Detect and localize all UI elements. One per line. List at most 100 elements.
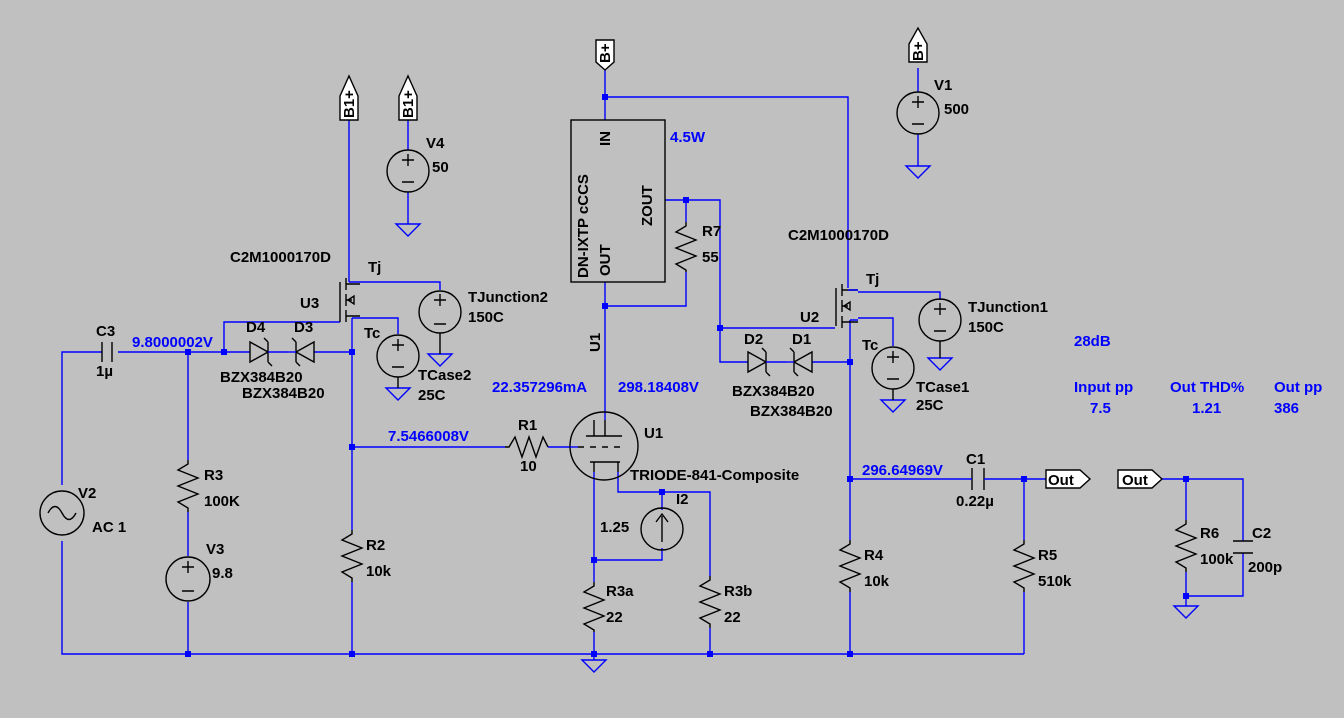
v4-source: V4 50 (386, 135, 449, 193)
u2-tc-pin: Tc (862, 337, 878, 354)
annotation-thd-label: Out THD% (1170, 379, 1244, 396)
v3-source: V3 9.8 (165, 541, 233, 602)
tcase2-source: TCase2 25C (376, 334, 471, 404)
c2-name: C2 (1252, 525, 1271, 542)
annotation-gate-voltage: 9.8000002V (132, 334, 213, 351)
ccs-block: DN-IXTP cCCS IN OUT ZOUT U1 (570, 119, 666, 352)
v3-name: V3 (206, 541, 224, 558)
d4-value: BZX384B20 (220, 369, 303, 386)
r3b-resistor: R3b 22 (698, 576, 752, 628)
net-flag-text: B1+ (341, 90, 358, 118)
net-flag-b-plus-center: B+ (595, 39, 615, 71)
r2-resistor: R2 10k (340, 530, 392, 582)
r1-value: 10 (520, 458, 537, 475)
r7-name: R7 (702, 223, 721, 240)
v4-name: V4 (426, 135, 445, 152)
annotations: 9.8000002V 7.5466008V 22.357296mA 298.18… (132, 129, 1322, 479)
d3-zener: D3 BZX384B20 (242, 319, 325, 402)
ccs-pin-out: OUT (597, 244, 614, 276)
annotation-plate-current: 22.357296mA (492, 379, 587, 396)
r3-value: 100K (204, 493, 240, 510)
r5-value: 510k (1038, 573, 1072, 590)
c2-value: 200p (1248, 559, 1282, 576)
ccs-pin-zout: ZOUT (639, 185, 656, 226)
annotation-grid-voltage: 7.5466008V (388, 428, 469, 445)
c1-value: 0.22µ (956, 493, 994, 510)
v2-value: AC 1 (92, 519, 126, 536)
annotation-input-pp-label: Input pp (1074, 379, 1133, 396)
tjunction1-name: TJunction1 (968, 299, 1048, 316)
r4-name: R4 (864, 547, 884, 564)
tjunction1-source: TJunction1 150C (918, 298, 1048, 358)
net-flag-text: Out (1048, 472, 1074, 489)
net-flag-b1-right: B1+ (398, 74, 418, 121)
u3-tj-pin: Tj (368, 259, 381, 276)
tcase1-name: TCase1 (916, 379, 969, 396)
tcase2-name: TCase2 (418, 367, 471, 384)
u2-tj-pin: Tj (866, 271, 879, 288)
u3-tc-pin: Tc (364, 325, 380, 342)
annotation-plate-voltage: 298.18408V (618, 379, 699, 396)
r4-value: 10k (864, 573, 890, 590)
r5-resistor: R5 510k (1012, 540, 1072, 592)
u3-value: C2M1000170D (230, 249, 331, 266)
tjunction1-value: 150C (968, 319, 1004, 336)
annotation-power: 4.5W (670, 129, 706, 146)
u3-name: U3 (300, 295, 319, 312)
annotation-input-pp-value: 7.5 (1090, 400, 1111, 417)
c1-name: C1 (966, 451, 985, 468)
annotation-output-voltage: 296.64969V (862, 462, 943, 479)
r6-name: R6 (1200, 525, 1219, 542)
c2-capacitor: C2 200p (1233, 525, 1282, 576)
d4-zener: D4 BZX384B20 (220, 319, 303, 386)
tjunction2-value: 150C (468, 309, 504, 326)
tjunction2-name: TJunction2 (468, 289, 548, 306)
annotation-out-pp-label: Out pp (1274, 379, 1322, 396)
r5-name: R5 (1038, 547, 1057, 564)
r3-name: R3 (204, 467, 223, 484)
c3-value: 1µ (96, 363, 113, 380)
d2-zener: D2 BZX384B20 (732, 331, 815, 400)
annotation-out-pp-value: 386 (1274, 400, 1299, 417)
r3b-name: R3b (724, 583, 752, 600)
v1-value: 500 (944, 101, 969, 118)
c1-capacitor: C1 0.22µ (956, 451, 994, 510)
ccs-name: U1 (587, 333, 604, 352)
r7-resistor: R7 55 (674, 222, 721, 272)
r3b-value: 22 (724, 609, 741, 626)
r2-value: 10k (366, 563, 392, 580)
net-flag-text: B1+ (400, 90, 417, 118)
v4-value: 50 (432, 159, 449, 176)
tcase1-value: 25C (916, 397, 944, 414)
tcase1-source: TCase1 25C (871, 346, 969, 414)
net-flag-b1-left: B1+ (339, 74, 359, 121)
d3-value: BZX384B20 (242, 385, 325, 402)
v2-name: V2 (78, 485, 96, 502)
r6-value: 100k (1200, 551, 1234, 568)
tjunction2-source: TJunction2 150C (418, 289, 548, 354)
r7-value: 55 (702, 249, 719, 266)
wires (61, 68, 1244, 660)
d1-zener: D1 BZX384B20 (750, 331, 833, 420)
net-flag-text: Out (1122, 472, 1148, 489)
u2-mosfet: C2M1000170D U2 Tj Tc (788, 227, 889, 354)
r3-resistor: R3 100K (176, 460, 240, 512)
r3a-resistor: R3a 22 (582, 582, 634, 632)
u2-value: C2M1000170D (788, 227, 889, 244)
i2-current-source: I2 1.25 (600, 491, 689, 551)
r1-name: R1 (518, 417, 537, 434)
annotation-thd-value: 1.21 (1192, 400, 1221, 417)
d1-value: BZX384B20 (750, 403, 833, 420)
v2-source: V2 AC 1 (39, 485, 126, 536)
r6-resistor: R6 100k (1174, 520, 1234, 572)
r3a-name: R3a (606, 583, 634, 600)
i2-name: I2 (676, 491, 689, 508)
net-flag-out: Out (1045, 469, 1092, 489)
u2-name: U2 (800, 309, 819, 326)
r1-resistor: R1 10 (505, 417, 549, 475)
d3-name: D3 (294, 319, 313, 336)
d4-name: D4 (246, 319, 266, 336)
net-flag-text: B+ (910, 41, 927, 61)
tcase2-value: 25C (418, 387, 446, 404)
